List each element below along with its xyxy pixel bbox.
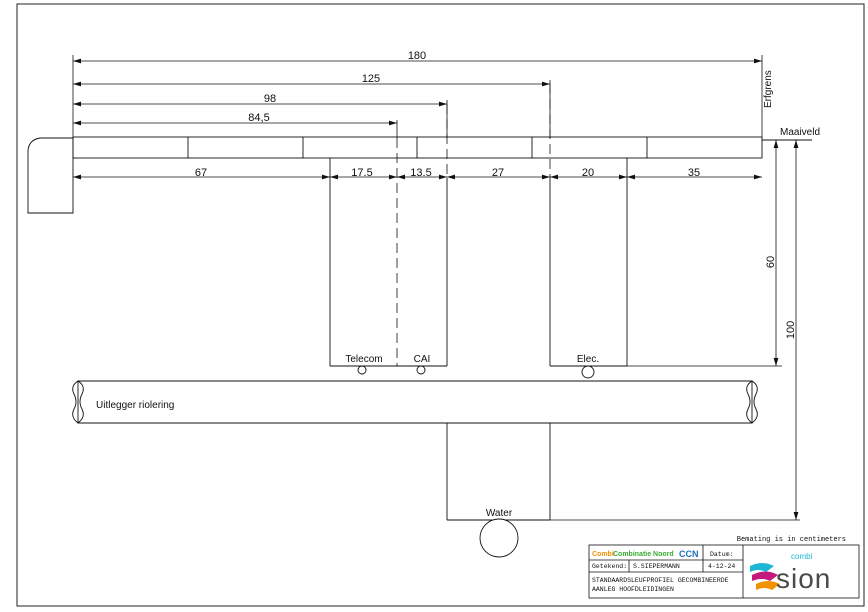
trench	[329, 158, 628, 521]
vertical-dimensions	[550, 140, 800, 521]
elec-label: Elec.	[577, 354, 599, 365]
sewer-pipe	[72, 380, 758, 424]
water-label: Water	[486, 508, 513, 519]
description-line2: AANLEG HOOFDLEIDINGEN	[592, 586, 674, 593]
company-name: Combinatie Noord	[613, 551, 674, 558]
vdim-60: 60	[765, 256, 777, 268]
telecom-label: Telecom	[345, 354, 382, 365]
curb	[27, 137, 74, 214]
sheet-border	[16, 3, 865, 607]
seg-dim-17-5: 17.5	[351, 167, 372, 179]
seg-dim-20: 20	[582, 167, 594, 179]
water-pipe	[479, 518, 519, 558]
vdim-100: 100	[785, 321, 797, 339]
riolering-label: Uitlegger riolering	[96, 400, 174, 411]
description-line1: STANDAARDSLEUFPROFIEL GECOMBINEERDE	[592, 577, 729, 584]
surface	[27, 136, 812, 214]
datum-label: Datum:	[710, 551, 733, 558]
getekend-value: S.SIEPERMANN	[633, 563, 680, 570]
sion-logo: combi sion	[750, 552, 831, 594]
company-prefix: Combi	[592, 551, 614, 558]
dim-180: 180	[408, 50, 426, 62]
telecom-cable	[357, 365, 367, 375]
cables	[357, 365, 595, 379]
seg-dim-27: 27	[492, 167, 504, 179]
maaiveld-label: Maaiveld	[780, 127, 820, 138]
sion-logo-big: sion	[776, 563, 831, 594]
top-dimensions	[72, 55, 763, 138]
dim-84-5: 84,5	[248, 112, 269, 124]
elec-cable	[581, 365, 595, 379]
seg-dim-35: 35	[688, 167, 700, 179]
cai-label: CAI	[414, 354, 431, 365]
dim-98: 98	[264, 93, 276, 105]
sion-logo-small: combi	[791, 552, 813, 561]
seg-dim-13-5: 13.5	[410, 167, 431, 179]
cai-cable	[416, 365, 426, 375]
date-value: 4-12-24	[708, 563, 735, 570]
erfgrens-label: Erfgrens	[763, 70, 774, 108]
seg-dim-67: 67	[195, 167, 207, 179]
getekend-label: Getekend:	[592, 563, 627, 570]
dashed-centre-lines	[396, 84, 551, 366]
title-block	[588, 544, 860, 599]
unit-note: Bemating is in centimeters	[737, 536, 846, 544]
company-abbr: CCN	[679, 549, 699, 559]
dim-125: 125	[362, 73, 380, 85]
